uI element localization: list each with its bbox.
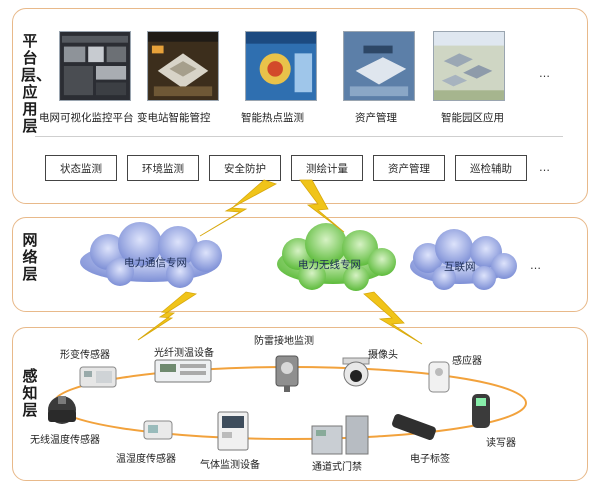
device-label-lightning-ground: 防雷接地监测: [254, 336, 314, 347]
function-status-monitoring: 状态监测: [45, 155, 117, 181]
wireless-temp-sensor-icon: [48, 396, 76, 424]
network-more-ellipsis: …: [530, 259, 542, 272]
visual-monitoring-platform-thumbnail: [59, 31, 131, 101]
lightning-bolt-1: [199, 179, 278, 237]
cloud-label-power-wireless: 电力无线专网: [298, 259, 361, 271]
function-inspection-assist: 巡检辅助: [455, 155, 527, 181]
function-more-ellipsis: …: [539, 161, 551, 174]
lightning-bolt-3: [137, 291, 198, 341]
smart-park-thumbnail: [433, 31, 505, 101]
sensor-device-icon: [428, 361, 450, 393]
device-label-electronic-tag: 电子标签: [410, 454, 450, 465]
reader-device-icon: [472, 394, 490, 428]
device-label-humidity-temp: 温湿度传感器: [116, 454, 176, 465]
asset-management-thumbnail: [343, 31, 415, 101]
function-environment-monitoring: 环境监测: [127, 155, 199, 181]
app-more-ellipsis: …: [539, 67, 551, 80]
electronic-tag-icon: [392, 414, 436, 440]
device-label-strain-sensor: 形变传感器: [60, 350, 110, 361]
platform-divider: [35, 136, 563, 137]
cloud-label-internet: 互联网: [444, 261, 476, 273]
app-label-substation-control: 变电站智能管控: [137, 112, 211, 124]
cloud-internet: [410, 229, 517, 290]
lightning-bolt-2: [299, 179, 345, 233]
device-label-camera: 摄像头: [368, 350, 398, 361]
access-gate-icon: [311, 415, 369, 455]
app-label-asset-management: 资产管理: [355, 112, 397, 124]
camera-icon: [342, 357, 370, 387]
device-label-fiber-thermometer: 光纤测温设备: [154, 348, 214, 359]
function-security-protection: 安全防护: [209, 155, 281, 181]
device-label-access-gate: 通道式门禁: [312, 462, 362, 473]
network-layer-label: 网络层: [22, 231, 38, 283]
app-label-hotspot-monitoring: 智能热点监测: [241, 112, 304, 124]
sensing-layer-panel: 感知层: [12, 327, 588, 481]
function-survey-metering: 测绘计量: [291, 155, 363, 181]
lightning-ground-monitor-icon: [275, 355, 299, 392]
cloud-label-power-comm: 电力通信专网: [124, 257, 187, 269]
cloud-power-comm-network: [80, 222, 222, 288]
platform-layer-panel: 平台层、应用层 … 电网可视化监控平台: [12, 8, 588, 204]
device-label-sensor: 感应器: [452, 356, 482, 367]
app-label-smart-park: 智能园区应用: [441, 112, 504, 124]
function-asset-management: 资产管理: [373, 155, 445, 181]
cloud-power-wireless-network: [277, 223, 396, 291]
device-label-gas-monitor: 气体监测设备: [200, 460, 260, 471]
device-label-reader: 读写器: [486, 438, 516, 449]
humidity-temp-sensor-icon: [143, 420, 173, 440]
fiber-thermometer-icon: [154, 359, 212, 383]
strain-sensor-icon: [79, 366, 117, 388]
lightning-bolt-4: [363, 291, 423, 345]
substation-control-thumbnail: [147, 31, 219, 101]
device-label-wireless-temp: 无线温度传感器: [30, 435, 100, 446]
gas-monitor-icon: [217, 411, 249, 451]
app-label-visual-monitoring: 电网可视化监控平台: [39, 112, 134, 124]
hotspot-monitoring-thumbnail: [245, 31, 317, 101]
sensing-layer-label: 感知层: [22, 367, 38, 419]
